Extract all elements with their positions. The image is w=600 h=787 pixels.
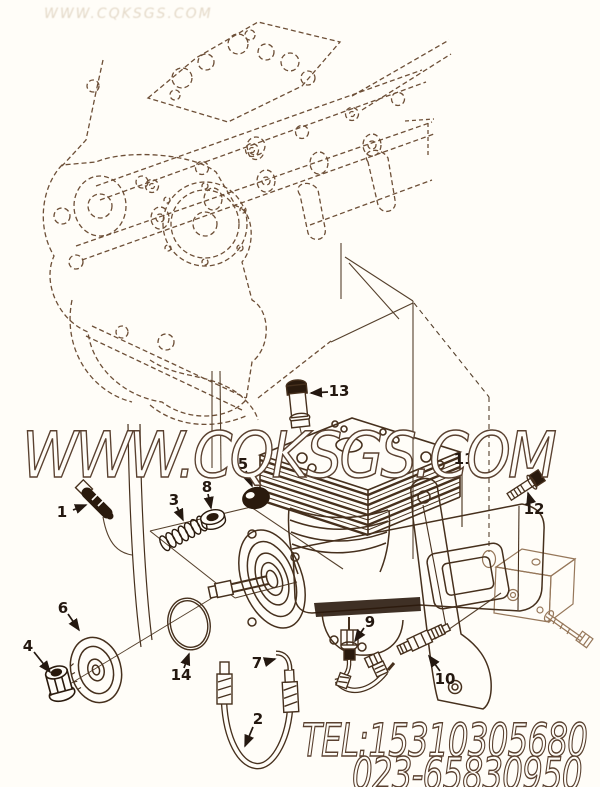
hose-elbow-fitting bbox=[275, 650, 293, 671]
compressor-head bbox=[257, 417, 463, 537]
callout-13: 13 bbox=[328, 382, 350, 400]
callout-arrows bbox=[33, 387, 537, 748]
callout-2: 2 bbox=[252, 710, 264, 728]
contact-phone-line2: 023-65830950 bbox=[351, 747, 583, 787]
contact-phone-line1: TEL:15310305680 bbox=[301, 713, 588, 768]
callout-3: 3 bbox=[168, 491, 180, 509]
callout-7: 7 bbox=[251, 654, 263, 672]
front-flange bbox=[238, 529, 306, 629]
crankshaft-stub bbox=[207, 575, 270, 599]
compressor-body bbox=[291, 503, 545, 656]
anchor-block bbox=[481, 548, 594, 649]
o-ring bbox=[167, 597, 211, 651]
callout-12: 12 bbox=[523, 500, 545, 518]
unloader-valve bbox=[334, 629, 396, 693]
union-fitting bbox=[396, 622, 452, 656]
faint-header-text: WWW.CQKSGS.COM bbox=[44, 6, 213, 22]
engine-block-art bbox=[42, 21, 452, 426]
air-hose bbox=[216, 650, 300, 770]
callout-11: 11 bbox=[453, 450, 475, 468]
callout-1: 1 bbox=[56, 503, 68, 521]
washer bbox=[200, 508, 227, 530]
sensor-fitting bbox=[74, 478, 114, 520]
callout-4: 4 bbox=[22, 637, 34, 655]
spring bbox=[159, 515, 208, 552]
callout-8: 8 bbox=[201, 478, 213, 496]
callout-6: 6 bbox=[57, 599, 69, 617]
callout-10: 10 bbox=[434, 670, 456, 688]
leader-lines bbox=[49, 243, 502, 697]
callout-5: 5 bbox=[237, 455, 249, 473]
drive-belt-lines bbox=[127, 423, 153, 648]
grommet bbox=[242, 486, 270, 510]
watermark-site: WWW.CQKSGS.COM bbox=[21, 418, 557, 493]
pulley bbox=[69, 636, 123, 704]
air-inlet-elbow bbox=[285, 379, 311, 429]
bracket-cap-screw bbox=[506, 468, 547, 502]
callout-9: 9 bbox=[364, 613, 376, 631]
callout-14: 14 bbox=[170, 666, 192, 684]
